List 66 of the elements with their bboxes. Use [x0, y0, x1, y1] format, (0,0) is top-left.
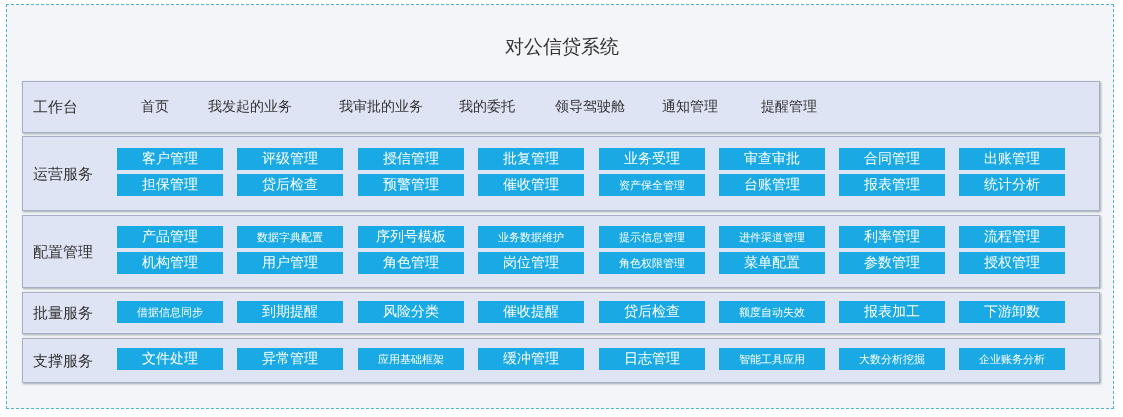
module-box: 进件渠道管理: [719, 226, 825, 248]
module-box: 企业账务分析: [959, 348, 1065, 370]
module-box: 催收提醒: [478, 301, 584, 323]
layer-heading: 批量服务: [33, 304, 93, 323]
module-box: 下游卸数: [959, 301, 1065, 323]
module-box: 缓冲管理: [478, 348, 584, 370]
module-box: 批复管理: [478, 148, 584, 170]
menu-item: 提醒管理: [761, 98, 817, 116]
menu-item: 通知管理: [662, 98, 718, 116]
module-box: 合同管理: [839, 148, 945, 170]
module-box: 授权管理: [959, 252, 1065, 274]
layer-heading: 运营服务: [33, 164, 93, 184]
module-box: 客户管理: [117, 148, 223, 170]
layer-band: [22, 81, 1100, 133]
module-box: 出账管理: [959, 148, 1065, 170]
module-box: 用户管理: [237, 252, 343, 274]
module-box: 报表管理: [839, 174, 945, 196]
layer-band: [22, 215, 1100, 288]
module-box: 异常管理: [237, 348, 343, 370]
module-box: 数据字典配置: [237, 226, 343, 248]
module-box: 借据信息同步: [117, 301, 223, 323]
module-box: 产品管理: [117, 226, 223, 248]
layer-band: [22, 292, 1100, 334]
diagram-title: 对公信贷系统: [503, 34, 620, 59]
module-box: 贷后检查: [237, 174, 343, 196]
layer-band: [22, 136, 1100, 211]
module-box: 智能工具应用: [719, 348, 825, 370]
layer-band: [22, 338, 1100, 383]
module-box: 资产保全管理: [599, 174, 705, 196]
module-box: 贷后检查: [599, 301, 705, 323]
module-box: 序列号模板: [358, 226, 464, 248]
module-box: 报表加工: [839, 301, 945, 323]
module-box: 统计分析: [959, 174, 1065, 196]
module-box: 授信管理: [358, 148, 464, 170]
module-box: 担保管理: [117, 174, 223, 196]
module-box: 岗位管理: [478, 252, 584, 274]
module-box: 催收管理: [478, 174, 584, 196]
menu-item: 我审批的业务: [339, 98, 423, 116]
layer-heading: 支撑服务: [33, 351, 93, 371]
module-box: 预警管理: [358, 174, 464, 196]
module-box: 角色权限管理: [599, 252, 705, 274]
module-box: 提示信息管理: [599, 226, 705, 248]
module-box: 应用基础框架: [358, 348, 464, 370]
module-box: 评级管理: [237, 148, 343, 170]
module-box: 额度自动失效: [719, 301, 825, 323]
module-box: 菜单配置: [719, 252, 825, 274]
module-box: 利率管理: [839, 226, 945, 248]
module-box: 审查审批: [719, 148, 825, 170]
module-box: 业务数据维护: [478, 226, 584, 248]
menu-item: 我发起的业务: [208, 98, 292, 116]
module-box: 台账管理: [719, 174, 825, 196]
module-box: 到期提醒: [237, 301, 343, 323]
module-box: 业务受理: [599, 148, 705, 170]
module-box: 风险分类: [358, 301, 464, 323]
menu-item: 我的委托: [459, 98, 515, 116]
menu-item: 首页: [141, 98, 169, 116]
module-box: 大数分析挖掘: [839, 348, 945, 370]
module-box: 参数管理: [839, 252, 945, 274]
layer-heading: 配置管理: [33, 242, 93, 262]
module-box: 角色管理: [358, 252, 464, 274]
module-box: 文件处理: [117, 348, 223, 370]
module-box: 流程管理: [959, 226, 1065, 248]
menu-item: 领导驾驶舱: [555, 98, 625, 116]
module-box: 机构管理: [117, 252, 223, 274]
module-box: 日志管理: [599, 348, 705, 370]
layer-heading: 工作台: [33, 98, 78, 117]
